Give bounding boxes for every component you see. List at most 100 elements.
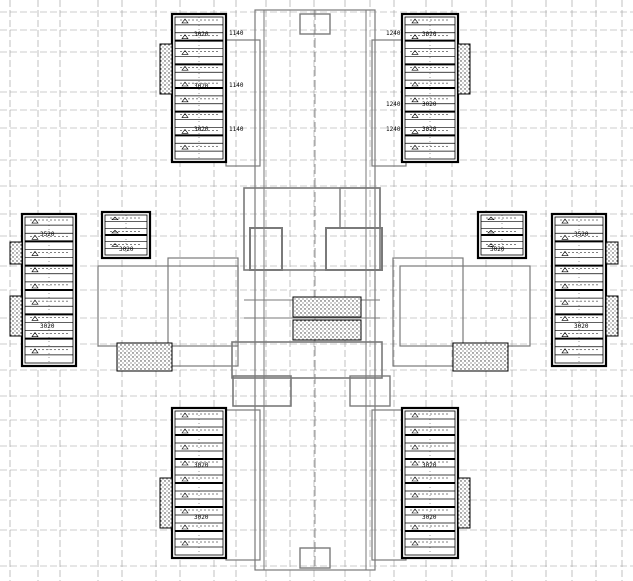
triangle-marker (561, 315, 569, 321)
triangle-marker (111, 216, 119, 220)
triangle-marker (181, 50, 189, 55)
triangle-marker (181, 524, 189, 530)
triangle-marker (31, 267, 39, 273)
unit-block (400, 406, 460, 560)
window-tag: 3020 (574, 323, 589, 330)
window-tag: 3020 (194, 83, 209, 90)
dimension-label: 1140 (229, 30, 244, 37)
triangle-marker (561, 283, 569, 289)
triangle-marker (411, 18, 419, 24)
hatch-area (457, 477, 471, 529)
unit-block (476, 210, 528, 260)
triangle-marker (411, 65, 419, 71)
triangle-marker (181, 412, 189, 418)
triangle-marker (181, 444, 189, 450)
triangle-marker (181, 144, 189, 150)
wall (231, 341, 383, 379)
triangle-marker (181, 18, 189, 24)
triangle-marker (411, 540, 419, 546)
triangle-marker (31, 218, 39, 224)
triangle-marker (487, 216, 495, 220)
hatch-area (116, 342, 173, 372)
unit-block (100, 210, 152, 260)
wall (167, 257, 239, 367)
triangle-marker (181, 128, 189, 134)
triangle-marker (411, 444, 419, 450)
triangle-marker (181, 34, 189, 39)
triangle-marker (561, 299, 569, 305)
dimension-labels: 1140 1140 1140 1240 1240 1240 (229, 30, 401, 133)
triangle-marker (31, 234, 39, 240)
triangle-marker (561, 234, 569, 240)
triangle-marker (411, 144, 419, 150)
hatch-area (292, 296, 362, 318)
dimension-label: 1140 (229, 126, 244, 133)
triangle-marker (411, 428, 419, 434)
apartment-units (20, 12, 608, 560)
hatch-area (159, 477, 173, 529)
hatch-area (292, 319, 362, 341)
triangle-marker (487, 243, 495, 247)
window-tag: 3020 (422, 462, 437, 469)
triangle-marker (411, 128, 419, 134)
triangle-marker (561, 332, 569, 337)
triangle-marker (411, 476, 419, 482)
wall (349, 375, 391, 407)
core-walls (97, 9, 531, 571)
unit-block (20, 212, 78, 368)
triangle-marker (411, 81, 419, 87)
triangle-marker (31, 315, 39, 321)
window-tag: 3020 (119, 246, 134, 253)
window-tag: 3020 (40, 323, 55, 330)
triangle-marker (181, 97, 189, 103)
triangle-marker (411, 508, 419, 514)
triangle-marker (31, 332, 39, 337)
wall (325, 227, 383, 271)
triangle-marker (411, 412, 419, 418)
triangle-marker (181, 540, 189, 546)
triangle-marker (561, 267, 569, 273)
dimension-label: 1240 (386, 30, 401, 37)
window-tag: 3020 (194, 462, 209, 469)
wall (232, 375, 292, 407)
triangle-marker (181, 508, 189, 514)
triangle-marker (31, 299, 39, 305)
unit-block (550, 212, 608, 368)
triangle-marker (31, 283, 39, 289)
dimension-label: 1240 (386, 101, 401, 108)
wall (249, 227, 283, 271)
triangle-marker (411, 50, 419, 55)
triangle-marker (487, 229, 495, 234)
triangle-marker (411, 113, 419, 118)
wall (371, 409, 407, 561)
triangle-marker (181, 476, 189, 482)
hatch-area (605, 295, 619, 337)
wall (399, 265, 531, 347)
window-tag: 3520 (574, 231, 589, 238)
triangle-marker (411, 524, 419, 530)
wall (339, 187, 381, 229)
hatch-area (9, 295, 23, 337)
window-tag: 3020 (422, 514, 437, 521)
unit-block (170, 406, 228, 560)
triangle-marker (31, 250, 39, 256)
hatch-area (457, 43, 471, 95)
triangle-marker (411, 97, 419, 103)
triangle-marker (561, 348, 569, 354)
wall (392, 257, 464, 367)
unit-block (400, 12, 460, 164)
triangle-marker (111, 243, 119, 247)
triangle-marker (181, 428, 189, 434)
triangle-marker (181, 113, 189, 118)
unit-block (170, 12, 228, 164)
triangle-marker (411, 34, 419, 39)
dimension-label: 1240 (386, 126, 401, 133)
window-tag: 3020 (194, 126, 209, 133)
hatch-area (452, 342, 509, 372)
window-tag: 3020 (422, 31, 437, 38)
triangle-marker (561, 218, 569, 224)
triangle-marker (411, 492, 419, 498)
triangle-marker (561, 250, 569, 256)
window-tag: 3020 (194, 514, 209, 521)
